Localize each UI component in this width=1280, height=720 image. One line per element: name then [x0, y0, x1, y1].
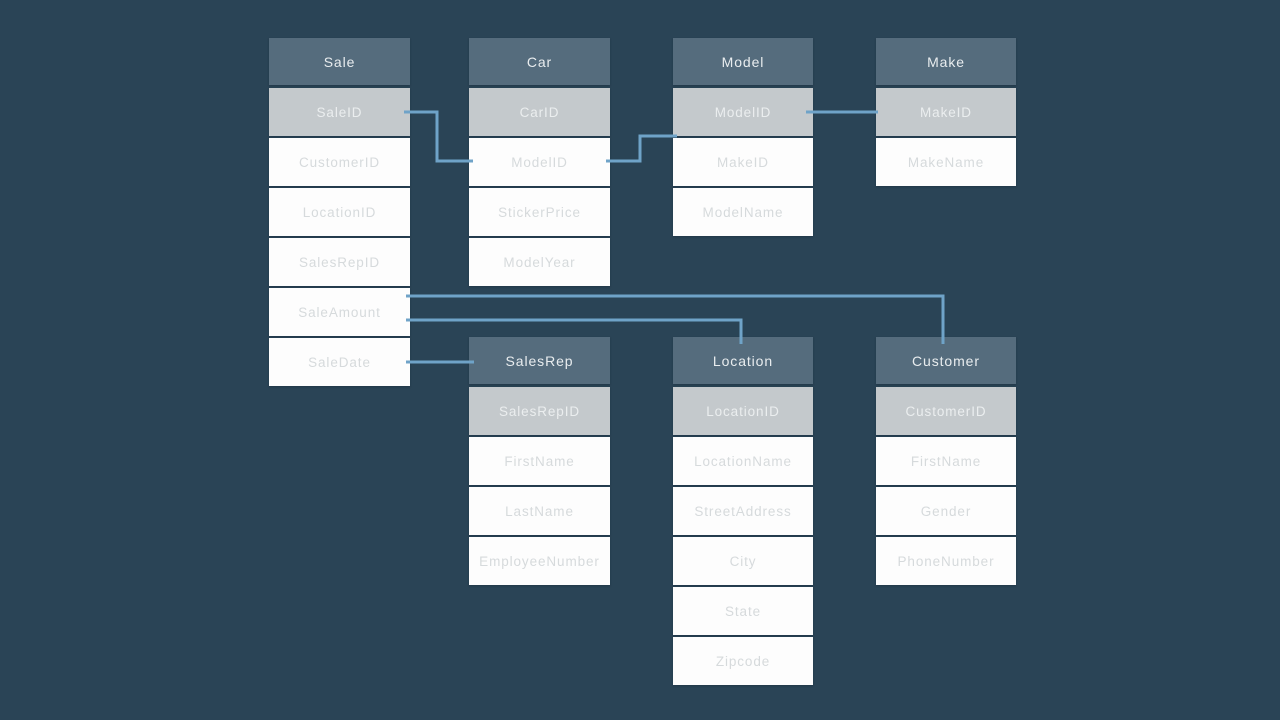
field-stickerprice: StickerPrice [469, 188, 610, 236]
field-gender: Gender [876, 487, 1016, 535]
field-saledate: SaleDate [269, 338, 410, 386]
field-locationid: LocationID [269, 188, 410, 236]
table-title-customer: Customer [876, 337, 1016, 384]
key-field-customerid: CustomerID [876, 387, 1016, 435]
field-zipcode: Zipcode [673, 637, 813, 685]
field-firstname: FirstName [876, 437, 1016, 485]
table-title-salesrep: SalesRep [469, 337, 610, 384]
field-state: State [673, 587, 813, 635]
table-title-car: Car [469, 38, 610, 85]
key-field-saleid: SaleID [269, 88, 410, 136]
table-title-make: Make [876, 38, 1016, 85]
key-field-makeid: MakeID [876, 88, 1016, 136]
key-field-locationid: LocationID [673, 387, 813, 435]
key-field-salesrepid: SalesRepID [469, 387, 610, 435]
table-title-location: Location [673, 337, 813, 384]
field-streetaddress: StreetAddress [673, 487, 813, 535]
field-saleamount: SaleAmount [269, 288, 410, 336]
field-lastname: LastName [469, 487, 610, 535]
field-firstname: FirstName [469, 437, 610, 485]
field-customerid: CustomerID [269, 138, 410, 186]
key-field-modelid: ModelID [673, 88, 813, 136]
connector-sale-to-car [404, 110, 473, 163]
field-locationname: LocationName [673, 437, 813, 485]
field-phonenumber: PhoneNumber [876, 537, 1016, 585]
field-salesrepid: SalesRepID [269, 238, 410, 286]
field-modelid: ModelID [469, 138, 610, 186]
table-title-sale: Sale [269, 38, 410, 85]
field-makeid: MakeID [673, 138, 813, 186]
field-modelname: ModelName [673, 188, 813, 236]
table-title-model: Model [673, 38, 813, 85]
field-city: City [673, 537, 813, 585]
key-field-carid: CarID [469, 88, 610, 136]
field-makename: MakeName [876, 138, 1016, 186]
connector-car-to-model [606, 134, 677, 163]
field-modelyear: ModelYear [469, 238, 610, 286]
field-employeenumber: EmployeeNumber [469, 537, 610, 585]
